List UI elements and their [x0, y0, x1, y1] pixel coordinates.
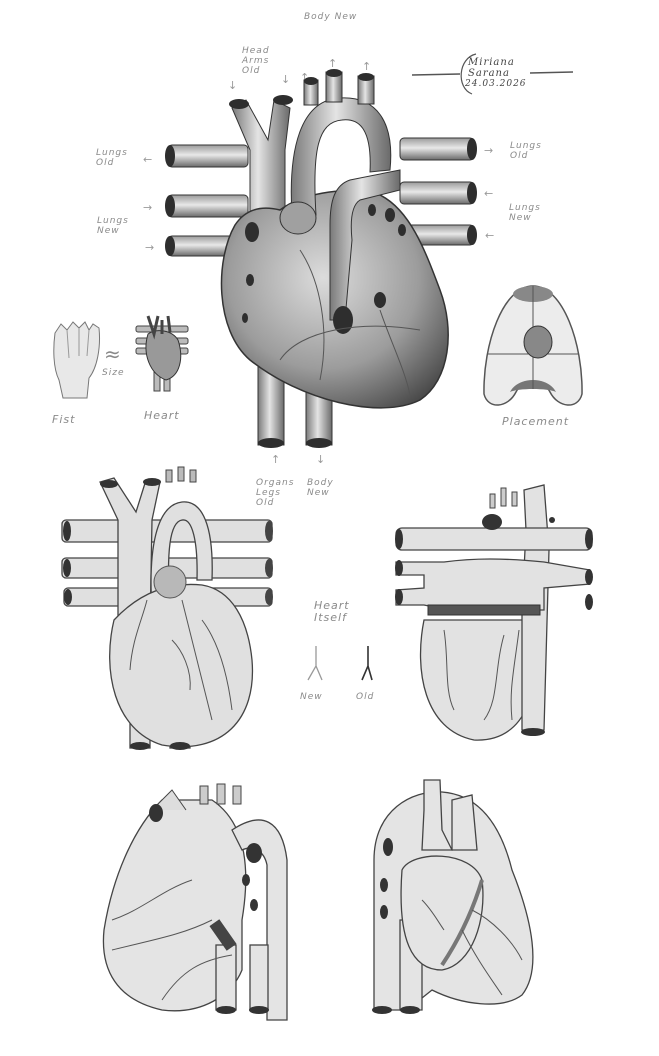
small-heart-icon [135, 315, 189, 392]
heart-back-view [395, 484, 593, 741]
arrow-up-icon: ↑ [328, 57, 338, 70]
heart-label: Heart [144, 409, 180, 422]
approx-icon: ≈ [104, 342, 121, 366]
arrow-right-icon: → [143, 201, 153, 214]
arrow-left-icon: ← [484, 187, 494, 200]
placement-diagram: Placement [478, 284, 588, 434]
size-comparison: ≈ Size Fist Heart [40, 310, 200, 430]
torso-placement-icon [483, 285, 583, 406]
new-vessel-branch-icon [307, 646, 323, 681]
heart-right-side-view [372, 779, 534, 1014]
label-head-arms-old: Head Arms Old [242, 46, 270, 76]
arrow-down-icon: ↓ [281, 73, 291, 86]
label-lungs-old-right: Lungs Old [510, 141, 542, 161]
signature-first-name: Miriana [468, 57, 515, 68]
label-organs-legs-old: Organs Legs Old [256, 478, 295, 508]
signature-last-name: Sarana [468, 68, 510, 79]
fist-label: Fist [52, 413, 76, 426]
label-lungs-new-right: Lungs New [509, 203, 541, 223]
signature: Miriana Sarana 24.03.2026 [410, 48, 575, 98]
signature-date: 24.03.2026 [465, 79, 527, 89]
main-heart-illustration [165, 69, 477, 448]
old-vessel-branch-icon [361, 646, 373, 681]
arrow-up-icon: ↑ [300, 71, 310, 84]
arrow-down-icon: ↓ [316, 453, 326, 466]
label-lungs-new-left: Lungs New [97, 216, 129, 236]
new-label: New [300, 692, 323, 702]
signature-flourish [411, 53, 574, 95]
heart-left-side-view [102, 783, 288, 1021]
old-label: Old [356, 692, 375, 702]
label-body-new-bottom: Body New [307, 478, 334, 498]
arrow-up-icon: ↑ [362, 60, 372, 73]
label-lungs-old-left: Lungs Old [96, 148, 128, 168]
heart-itself-legend: Heart Itself New Old [280, 600, 390, 710]
heart-itself-title: Heart Itself [314, 599, 350, 624]
arrow-down-icon: ↓ [228, 79, 238, 92]
arrow-right-icon: → [145, 241, 155, 254]
size-label: Size [102, 368, 125, 378]
arrow-left-icon: ← [485, 229, 495, 242]
vessel-branch-icons [307, 646, 373, 681]
heart-front-view [61, 466, 273, 750]
label-body-new-top: Body New [304, 12, 358, 22]
arrow-right-icon: → [484, 144, 494, 157]
arrow-up-icon: ↑ [271, 453, 281, 466]
fist-icon [53, 321, 100, 399]
arrow-left-icon: ← [143, 153, 153, 166]
placement-label: Placement [502, 415, 570, 428]
